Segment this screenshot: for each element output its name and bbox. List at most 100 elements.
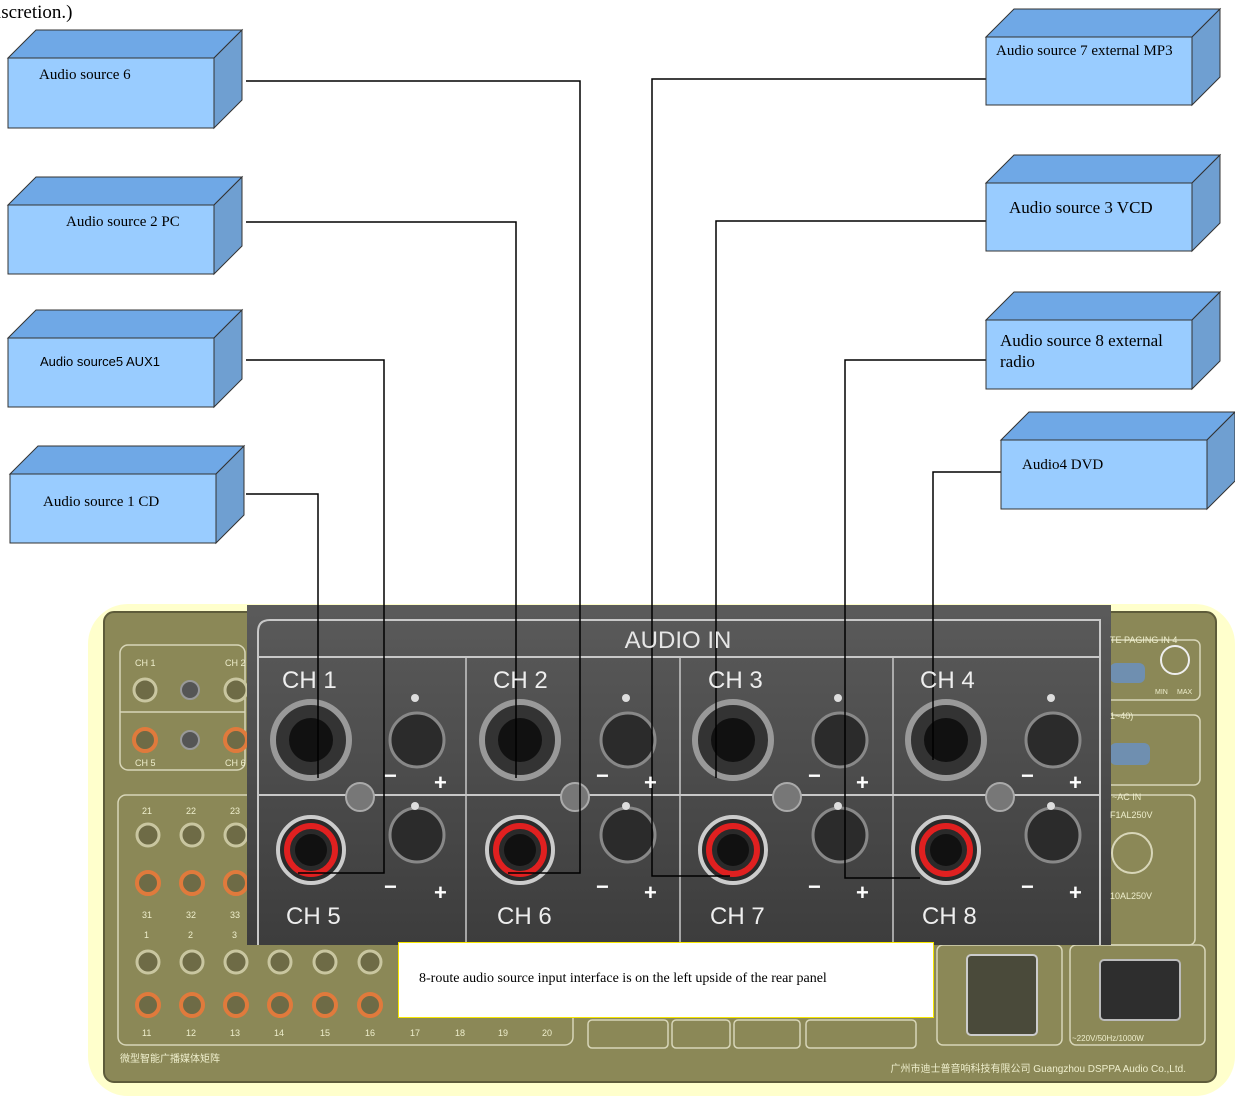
svg-text:+: + xyxy=(1069,880,1082,905)
label-ch7: CH 7 xyxy=(710,903,765,930)
wires xyxy=(246,78,1002,879)
jack-ch7 xyxy=(698,815,768,885)
svg-text:+: + xyxy=(856,880,869,905)
panel-screws xyxy=(345,782,1015,812)
source-label-8: Audio source 8 external radio xyxy=(1000,331,1163,371)
svg-text:23: 23 xyxy=(230,806,240,816)
svg-text:广州市迪士普音响科技有限公司 Guangzhou DSPPA: 广州市迪士普音响科技有限公司 Guangzhou DSPPA Audio Co.… xyxy=(891,1062,1186,1075)
fuse-holder xyxy=(1111,832,1153,874)
svg-text:32: 32 xyxy=(186,910,196,920)
wire-src6-ch6 xyxy=(246,80,581,874)
svg-text:F1AL250V: F1AL250V xyxy=(1110,810,1153,820)
rear-small-jacks xyxy=(132,677,249,896)
source-box-4 xyxy=(999,411,1235,511)
svg-text:22: 22 xyxy=(186,806,196,816)
svg-text:CH 2: CH 2 xyxy=(225,658,246,668)
svg-text:12: 12 xyxy=(186,1028,196,1038)
svg-text:−: − xyxy=(1021,763,1034,788)
svg-text:2: 2 xyxy=(188,930,193,940)
wire-src4-ch4 xyxy=(932,471,1002,760)
svg-text:13: 13 xyxy=(230,1028,240,1038)
caption-text: 8-route audio source input interface is … xyxy=(419,971,827,986)
svg-text:CH 5: CH 5 xyxy=(135,758,156,768)
svg-text:15: 15 xyxy=(320,1028,330,1038)
jack-ch4 xyxy=(905,699,987,781)
svg-text:1: 1 xyxy=(144,930,149,940)
wire-src8-ch8 xyxy=(844,359,988,879)
gain-pots xyxy=(388,711,1082,864)
wire-src5-ch5 xyxy=(246,359,385,874)
svg-text:CH 6: CH 6 xyxy=(225,758,246,768)
source-label-1: Audio source 1 CD xyxy=(43,494,160,510)
power-switch xyxy=(966,954,1038,1036)
svg-text:−: − xyxy=(384,763,397,788)
audio-in-title: AUDIO IN xyxy=(625,627,732,654)
svg-text:10AL250V: 10AL250V xyxy=(1110,891,1152,901)
volume-knob xyxy=(1160,645,1190,675)
source-box-5 xyxy=(6,308,244,409)
jack-ch1 xyxy=(270,699,352,781)
source-box-3 xyxy=(984,153,1222,253)
svg-text:−: − xyxy=(384,874,397,899)
svg-text:18: 18 xyxy=(455,1028,465,1038)
db9-port-2 xyxy=(1110,743,1150,765)
rear-panel-text: CH 1 CH 2 CH 5 CH 6 TE PAGING IN 4 MIN M… xyxy=(120,635,1193,1075)
label-ch1: CH 1 xyxy=(282,667,337,694)
svg-text:1~40): 1~40) xyxy=(1110,711,1133,721)
svg-text:16: 16 xyxy=(365,1028,375,1038)
svg-text:+: + xyxy=(644,880,657,905)
svg-text:19: 19 xyxy=(498,1028,508,1038)
svg-text:17: 17 xyxy=(410,1028,420,1038)
db9-port-1 xyxy=(1110,663,1145,683)
jack-ch8 xyxy=(911,815,981,885)
source-label-5: Audio source5 AUX1 xyxy=(40,354,160,369)
caption-box: 8-route audio source input interface is … xyxy=(398,942,934,1018)
source-box-1 xyxy=(8,444,246,545)
pot-dots xyxy=(411,694,1055,810)
svg-text:3: 3 xyxy=(232,930,237,940)
svg-text:CH 1: CH 1 xyxy=(135,658,156,668)
svg-text:TE PAGING IN 4: TE PAGING IN 4 xyxy=(1110,635,1177,645)
jack-ch3 xyxy=(692,699,774,781)
svg-text:MAX: MAX xyxy=(1177,689,1193,696)
svg-text:−: − xyxy=(808,763,821,788)
svg-text:+: + xyxy=(856,770,869,795)
source-label-4: Audio4 DVD xyxy=(1022,457,1104,473)
source-box-8 xyxy=(984,290,1222,391)
svg-text:33: 33 xyxy=(230,910,240,920)
svg-text:+: + xyxy=(1069,770,1082,795)
label-ch6: CH 6 xyxy=(497,903,552,930)
svg-text:+: + xyxy=(434,880,447,905)
svg-text:20: 20 xyxy=(542,1028,552,1038)
svg-text:−: − xyxy=(596,874,609,899)
svg-text:21: 21 xyxy=(142,806,152,816)
svg-text:31: 31 xyxy=(142,910,152,920)
wire-src3-ch3 xyxy=(715,220,988,778)
svg-text:微型智能广播媒体矩阵: 微型智能广播媒体矩阵 xyxy=(120,1052,220,1065)
source-box-2 xyxy=(6,175,244,276)
wire-src2-ch2 xyxy=(246,221,517,778)
jack-ch6 xyxy=(485,815,555,885)
source-label-7: Audio source 7 external MP3 xyxy=(996,43,1173,59)
source-label-2: Audio source 2 PC xyxy=(66,214,180,230)
svg-text:−: − xyxy=(596,763,609,788)
svg-text:~AC IN: ~AC IN xyxy=(1112,792,1141,802)
svg-text:−: − xyxy=(808,874,821,899)
svg-text:11: 11 xyxy=(142,1028,151,1038)
pot-signs: −+ −+ −+ −+ −+ −+ −+ −+ xyxy=(384,763,1082,905)
wire-src1-ch1 xyxy=(246,493,319,778)
svg-text:−: − xyxy=(1021,874,1034,899)
label-ch4: CH 4 xyxy=(920,667,975,694)
label-ch5: CH 5 xyxy=(286,903,341,930)
power-socket xyxy=(1099,959,1181,1021)
rear-bottom-jacks xyxy=(135,949,383,1018)
label-ch3: CH 3 xyxy=(708,667,763,694)
source-label-6: Audio source 6 xyxy=(39,67,131,83)
source-box-7 xyxy=(984,7,1222,107)
svg-text:~220V/50Hz/1000W: ~220V/50Hz/1000W xyxy=(1072,1034,1144,1043)
svg-text:MIN: MIN xyxy=(1155,689,1168,696)
jack-ch2 xyxy=(479,699,561,781)
label-ch8: CH 8 xyxy=(922,903,977,930)
wire-src7-ch7 xyxy=(651,78,988,877)
